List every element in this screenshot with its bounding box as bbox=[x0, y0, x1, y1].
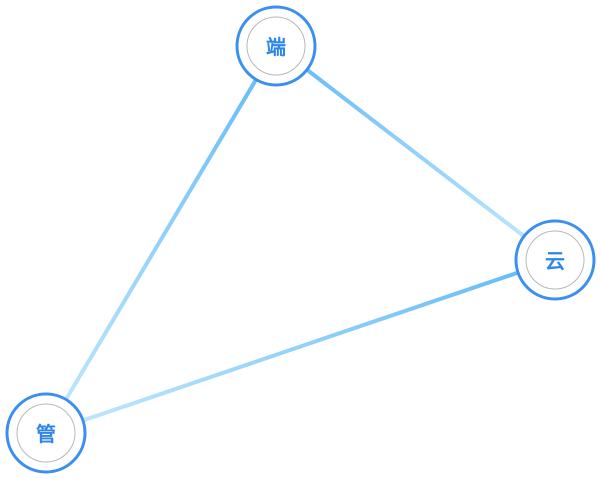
edge-yun-guan bbox=[45, 258, 556, 435]
node-guan-label: 管 bbox=[36, 422, 56, 446]
node-duan-label: 端 bbox=[266, 35, 286, 59]
node-duan[interactable]: 端 bbox=[235, 5, 317, 87]
node-yun-inner-circle bbox=[525, 230, 585, 290]
node-yun[interactable]: 云 bbox=[514, 219, 596, 301]
node-yun-label: 云 bbox=[545, 249, 565, 273]
edges-layer bbox=[44, 44, 557, 435]
edge-duan-guan bbox=[44, 44, 278, 435]
node-guan[interactable]: 管 bbox=[5, 392, 87, 474]
node-guan-inner-circle bbox=[16, 403, 76, 463]
nodes-layer: 端 云 管 bbox=[5, 5, 596, 474]
edge-duan-yun bbox=[274, 44, 557, 262]
node-duan-inner-circle bbox=[246, 16, 306, 76]
